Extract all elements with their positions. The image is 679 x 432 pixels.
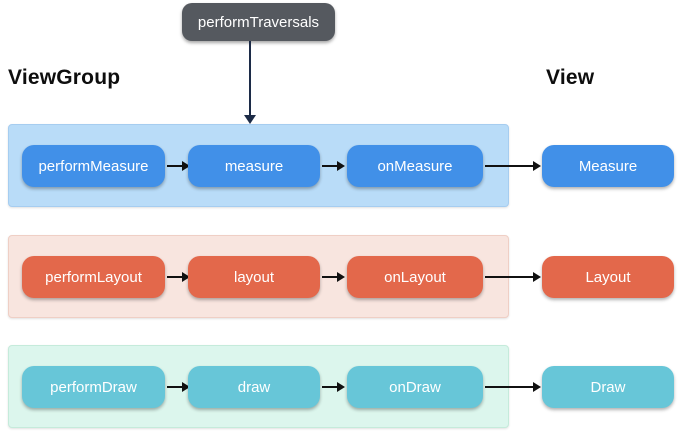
layout-row: performLayout layout onLayout Layout <box>0 235 679 318</box>
measure-result-node: Measure <box>542 145 674 187</box>
draw-node: draw <box>188 366 320 408</box>
draw-row: performDraw draw onDraw Draw <box>0 345 679 428</box>
column-header-viewgroup: ViewGroup <box>8 66 121 89</box>
arrow-right-icon <box>322 272 345 282</box>
arrow-right-icon <box>485 161 541 171</box>
arrow-right-icon <box>322 161 345 171</box>
perform-layout-node: performLayout <box>22 256 165 298</box>
draw-result-node: Draw <box>542 366 674 408</box>
arrow-down-icon <box>244 41 256 124</box>
measure-row: performMeasure measure onMeasure Measure <box>0 124 679 207</box>
layout-result-node: Layout <box>542 256 674 298</box>
arrow-right-icon <box>167 272 190 282</box>
perform-traversals-node: performTraversals <box>182 3 335 41</box>
on-layout-node: onLayout <box>347 256 483 298</box>
perform-measure-node: performMeasure <box>22 145 165 187</box>
arrow-right-icon <box>485 272 541 282</box>
layout-node: layout <box>188 256 320 298</box>
on-measure-node: onMeasure <box>347 145 483 187</box>
column-header-view: View <box>546 66 595 89</box>
arrow-right-icon <box>167 161 190 171</box>
arrow-right-icon <box>322 382 345 392</box>
measure-node: measure <box>188 145 320 187</box>
on-draw-node: onDraw <box>347 366 483 408</box>
arrow-right-icon <box>167 382 190 392</box>
perform-draw-node: performDraw <box>22 366 165 408</box>
arrow-right-icon <box>485 382 541 392</box>
